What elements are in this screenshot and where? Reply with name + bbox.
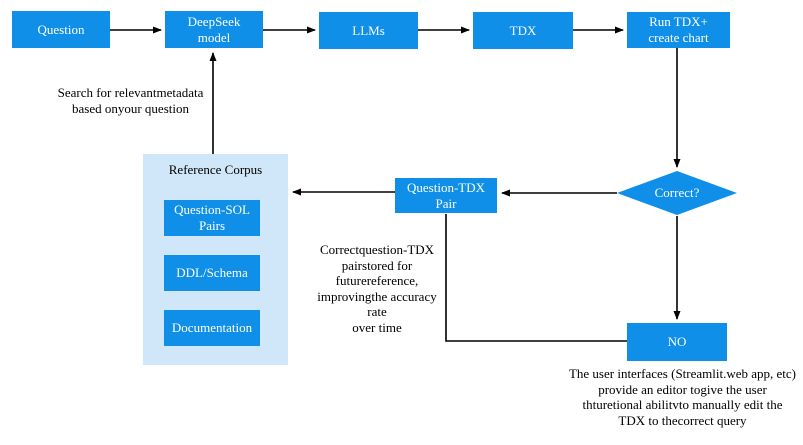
annotation-user-note: The user interfaces (Streamlit.web app, … (568, 366, 797, 428)
decision-correct: Correct? (617, 171, 737, 215)
node-ddl-schema: DDL/Schema (164, 255, 260, 291)
node-tdx: TDX (473, 12, 573, 49)
node-question-sol-pairs: Question-SOL Pairs (164, 200, 260, 236)
node-no: NO (627, 323, 727, 361)
annotation-pair-note: Correctquestion-TDX pairstored for futur… (317, 242, 437, 335)
node-question-tdx-pair: Question-TDX Pair (395, 178, 497, 213)
reference-corpus-title: Reference Corpus (168, 162, 263, 177)
node-documentation: Documentation (164, 310, 260, 346)
node-deepseek-model: DeepSeek model (165, 11, 263, 48)
annotation-search-note: Search for relevantmetadata based onyour… (57, 85, 204, 116)
node-run-tdx-create-chart: Run TDX+ create chart (627, 12, 730, 48)
node-llms: LLMs (319, 12, 418, 49)
node-question: Question (12, 11, 110, 48)
